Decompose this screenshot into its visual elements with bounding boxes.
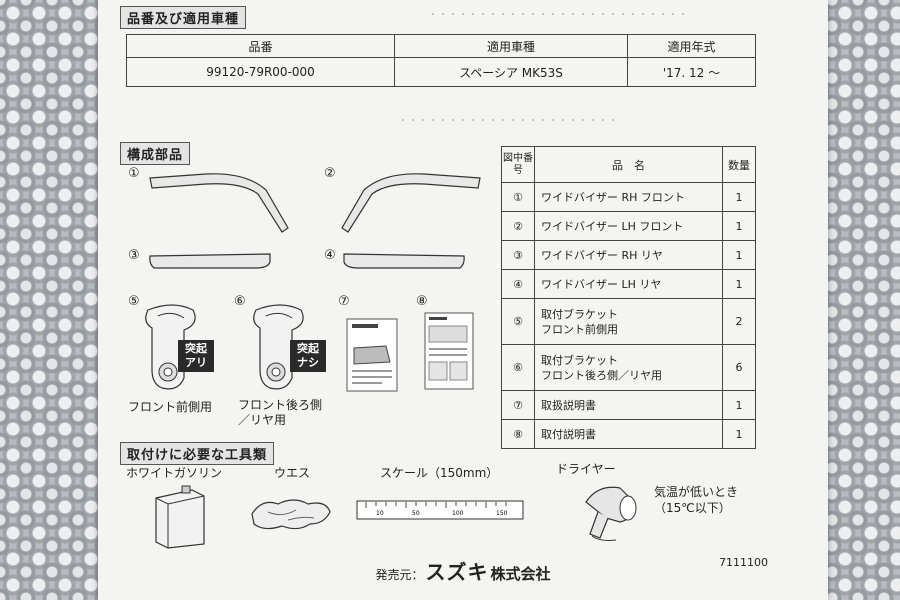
show-through-text: ・・・・・・・・・・・・・・・・・・・・・・・・・・ xyxy=(428,10,688,21)
row-name: 取付ブラケット フロント後ろ側／リヤ用 xyxy=(534,344,723,391)
part-number-cell: 99120-79R00-000 xyxy=(126,57,395,87)
vehicle-table: 品番 適用車種 適用年式 99120-79R00-000 スペーシア MK53S… xyxy=(126,34,756,87)
diagram-number-7: ⑦ xyxy=(338,294,350,309)
diagram-number-4: ④ xyxy=(324,248,336,263)
row-no: ⑦ xyxy=(501,390,535,420)
parts-header-qty: 数量 xyxy=(722,146,756,183)
diagram-number-5: ⑤ xyxy=(128,294,140,309)
instruction-sheet: ・・・・・・・・・・・・・・・・・・・・・・・・・・ ・・・・・・・・・・・・・… xyxy=(98,0,828,600)
row-name: ワイドバイザー LH フロント xyxy=(534,211,723,241)
row-name: 取付説明書 xyxy=(534,419,723,449)
table-row: ① ワイドバイザー RH フロント 1 xyxy=(501,182,756,212)
scale-illustration: 10 50 100 150 xyxy=(356,500,524,520)
bracket-rear-label: フロント後ろ側 ／リヤ用 xyxy=(238,398,323,427)
row-no: ⑧ xyxy=(501,419,535,449)
row-name: ワイドバイザー LH リヤ xyxy=(534,269,723,299)
diagram-number-8: ⑧ xyxy=(416,294,428,309)
dryer-label: ドライヤー xyxy=(556,462,616,476)
row-name: 取付ブラケット フロント前側用 xyxy=(534,298,723,345)
row-no: ① xyxy=(501,182,535,212)
brand-logo: スズキ xyxy=(425,560,489,584)
show-through-text: ・・・・・・・・・・・・・・・・・・・・・・ xyxy=(398,116,618,127)
table-row: ⑦ 取扱説明書 1 xyxy=(501,390,756,420)
row-qty: 1 xyxy=(722,419,756,449)
row-qty: 1 xyxy=(722,240,756,270)
badge-with-protrusion: 突起 アリ xyxy=(178,340,214,372)
vehicle-header-part-no: 品番 xyxy=(126,34,395,58)
row-no: ④ xyxy=(501,269,535,299)
parts-table: 図中番号 品 名 数量 ① ワイドバイザー RH フロント 1 ② ワイドバイザ… xyxy=(501,146,756,449)
scale-tick-10: 10 xyxy=(376,510,384,517)
dryer-illustration xyxy=(585,486,637,541)
rag-illustration xyxy=(251,499,331,530)
vehicle-header-model: 適用車種 xyxy=(394,34,628,58)
row-qty: 1 xyxy=(722,269,756,299)
parts-header-no: 図中番号 xyxy=(501,146,535,183)
publisher-prefix: 発売元： xyxy=(375,568,424,582)
row-no: ③ xyxy=(501,240,535,270)
publisher-footer: 発売元：スズキ株式会社 xyxy=(98,556,828,585)
parts-header-name: 品 名 xyxy=(534,146,723,183)
row-no: ⑤ xyxy=(501,298,535,345)
company-suffix: 株式会社 xyxy=(490,565,551,583)
diagram-number-3: ③ xyxy=(128,248,140,263)
badge-without-protrusion: 突起 ナシ xyxy=(290,340,326,372)
vehicle-header-year: 適用年式 xyxy=(627,34,756,58)
row-name: 取扱説明書 xyxy=(534,390,723,420)
rag-label: ウエス xyxy=(274,466,311,480)
row-qty: 1 xyxy=(722,211,756,241)
visor-lh-rear-illustration xyxy=(343,253,465,269)
row-qty: 1 xyxy=(722,390,756,420)
row-no: ⑥ xyxy=(501,344,535,391)
row-name: ワイドバイザー RH フロント xyxy=(534,182,723,212)
visor-rh-rear-illustration xyxy=(149,253,271,269)
white-gasoline-label: ホワイトガソリン xyxy=(126,466,223,480)
row-name: ワイドバイザー RH リヤ xyxy=(534,240,723,270)
table-row: ⑥ 取付ブラケット フロント後ろ側／リヤ用 6 xyxy=(501,344,756,391)
scale-tick-150: 150 xyxy=(496,510,508,517)
table-row: ⑤ 取付ブラケット フロント前側用 2 xyxy=(501,298,756,345)
installation-manual-illustration xyxy=(424,312,474,390)
handling-manual-illustration xyxy=(346,318,398,392)
year-cell: '17. 12 ～ xyxy=(627,57,756,87)
visor-rh-front-illustration xyxy=(149,173,289,233)
bracket-front-label: フロント前側用 xyxy=(128,400,213,414)
scale-tick-100: 100 xyxy=(452,510,464,517)
scale-label: スケール（150mm） xyxy=(380,466,499,480)
table-row: ③ ワイドバイザー RH リヤ 1 xyxy=(501,240,756,270)
visor-lh-front-illustration xyxy=(341,173,481,233)
parts-section-title: 構成部品 xyxy=(120,142,191,165)
table-row: ④ ワイドバイザー LH リヤ 1 xyxy=(501,269,756,299)
model-cell: スペーシア MK53S xyxy=(394,57,628,87)
row-qty: 6 xyxy=(722,344,756,391)
diagram-number-1: ① xyxy=(128,166,140,181)
scale-tick-50: 50 xyxy=(412,510,420,517)
table-row: ⑧ 取付説明書 1 xyxy=(501,419,756,449)
document-code: 7111100 xyxy=(719,556,768,569)
row-qty: 1 xyxy=(722,182,756,212)
table-row: ② ワイドバイザー LH フロント 1 xyxy=(501,211,756,241)
gasoline-can-illustration xyxy=(155,485,205,549)
dryer-note: 気温が低いとき （15℃以下） xyxy=(654,485,739,515)
vehicle-section-title: 品番及び適用車種 xyxy=(120,6,247,29)
diagram-number-2: ② xyxy=(324,166,336,181)
row-qty: 2 xyxy=(722,298,756,345)
diagram-number-6: ⑥ xyxy=(234,294,246,309)
tools-section-title: 取付けに必要な工具類 xyxy=(120,442,275,465)
row-no: ② xyxy=(501,211,535,241)
